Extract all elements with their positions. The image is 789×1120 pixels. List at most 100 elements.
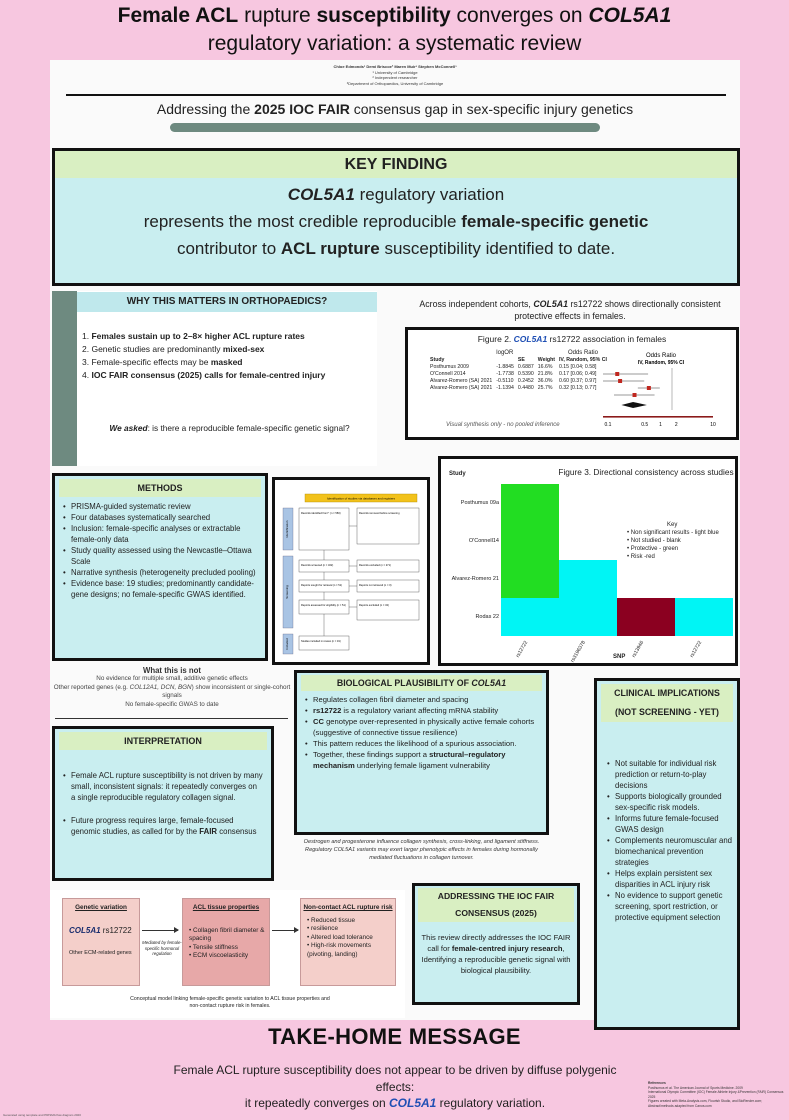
bio-i3-rest: genotype over-represented in physically … bbox=[313, 717, 535, 737]
why-item-4: 4. IOC FAIR consensus (2025) calls for f… bbox=[82, 369, 377, 382]
model-b3-i2: Altered load tolerance bbox=[310, 933, 373, 941]
heatmap-col-label: rs12722 bbox=[688, 640, 704, 659]
key-k1: Non significant results - light blue bbox=[630, 530, 719, 536]
heatmap-cell bbox=[501, 598, 559, 636]
list-item: Helps explain persistent sex disparities… bbox=[607, 868, 733, 890]
model-box1-other: Other ECM-related genes bbox=[69, 950, 132, 956]
forest-tick-label: 10 bbox=[710, 422, 716, 428]
interp-i2-bold: FAIR bbox=[199, 827, 218, 836]
interp-i2-post: consensus bbox=[217, 827, 257, 836]
why-num-1: 1. bbox=[82, 331, 90, 341]
ioc-fair-box: ADDRESSING THE IOC FAIR CONSENSUS (2025)… bbox=[412, 883, 580, 1005]
prisma-stage-screening bbox=[282, 555, 294, 629]
biological-plausibility-box: BIOLOGICAL PLAUSIBILITY OF COL5A1 Regula… bbox=[294, 670, 549, 835]
not-heading: What this is not bbox=[142, 666, 202, 675]
key-head: Key bbox=[667, 522, 678, 528]
why-list: 1. Females sustain up to 2–8× higher ACL… bbox=[82, 330, 377, 382]
forest-axis-bar bbox=[603, 416, 713, 418]
fig3-title: Figure 3. Directional consistency across… bbox=[558, 467, 734, 477]
why-num-2: 2. bbox=[82, 344, 90, 354]
kf-l2-pre: represents the most credible reproducibl… bbox=[143, 212, 462, 231]
model-box-tissue: ACL tissue properties • Collagen fibril … bbox=[182, 898, 270, 986]
bio-head-gene: COL5A1 bbox=[471, 678, 507, 688]
affiliation-3: ³Department of Orthopaedics, University … bbox=[346, 80, 444, 86]
prisma-header-box bbox=[304, 493, 418, 503]
clinical-list: Not suitable for individual risk predict… bbox=[597, 722, 737, 923]
list-item: This pattern reduces the likelihood of a… bbox=[305, 738, 540, 749]
why-item-1: 1. Females sustain up to 2–8× higher ACL… bbox=[82, 330, 377, 343]
model-arrow-note: Mediated by female-specific hormonal reg… bbox=[142, 940, 182, 957]
model-box1-snp: COL5A1 rs12722 bbox=[69, 926, 139, 936]
conceptual-model-panel: Genetic variation COL5A1 rs12722 Other E… bbox=[50, 890, 405, 1018]
heatmap-cell bbox=[559, 560, 617, 598]
kf-l3-post: susceptibility identified to date. bbox=[379, 239, 616, 258]
addressing-pre: Addressing the bbox=[156, 101, 255, 117]
why-heading: WHY THIS MATTERS IN ORTHOPAEDICS? bbox=[77, 292, 377, 312]
th-blank4 bbox=[494, 357, 516, 364]
title-p2: rupture bbox=[238, 4, 317, 27]
list-item: Narrative synthesis (heterogeneity precl… bbox=[63, 567, 259, 578]
model-arrow-1 bbox=[142, 927, 179, 933]
refs-head: References bbox=[648, 1081, 666, 1085]
model-box1-head: Genetic variation bbox=[75, 904, 127, 911]
poster-title: Female ACL rupture susceptibility conver… bbox=[0, 2, 789, 58]
not-line-2: Other reported genes (e.g. COL12A1, DCN,… bbox=[52, 684, 292, 701]
fig2-title-pre: Figure 2. bbox=[477, 334, 514, 344]
kf-l3-bold: ACL rupture bbox=[280, 239, 380, 258]
key-item: • Non significant results - light blue bbox=[627, 530, 719, 536]
not-l2-genes: COL12A1, DCN, BGN bbox=[129, 683, 192, 691]
forest-header-2: Study SE Weight IV, Random, 95% CI bbox=[428, 357, 609, 364]
takehome-gene: COL5A1 bbox=[389, 1096, 437, 1110]
ioc-body: This review directly addresses the IOC F… bbox=[415, 922, 577, 976]
refs-r2: International Olympic Committee (IOC) Fe… bbox=[648, 1090, 784, 1099]
interp-i2-pre: Future progress requires large, female-f… bbox=[71, 816, 234, 836]
bio-heading: BIOLOGICAL PLAUSIBILITY OF COL5A1 bbox=[301, 675, 542, 691]
row-se: 0.6887 bbox=[517, 364, 534, 370]
key-finding-box: KEY FINDING COL5A1 regulatory variation … bbox=[52, 148, 740, 286]
takehome-l2: it repeatedly converges on COL5A1 regula… bbox=[170, 1095, 620, 1112]
th-or1b: IV, Random, 95% CI bbox=[558, 357, 607, 363]
key-finding-heading: KEY FINDING bbox=[55, 151, 737, 178]
list-item: Evidence base: 19 studies; predominantly… bbox=[63, 578, 259, 600]
prisma-header-text: Identification of studies via databases … bbox=[327, 497, 396, 501]
row-study: Alvarez-Romero (SA) 2021 bbox=[430, 385, 493, 391]
list-item: rs12722 is a regulatory variant affectin… bbox=[305, 705, 540, 716]
list-item: • resilience bbox=[307, 925, 339, 932]
table-row: Alvarez-Romero (SA) 2021 -0.5110 0.2452 … bbox=[428, 378, 609, 385]
kf-gene: COL5A1 bbox=[287, 185, 355, 204]
row-ci: 0.15 [0.04; 0.58] bbox=[558, 364, 597, 370]
row-logor: -1.1394 bbox=[496, 385, 514, 391]
table-row: O'Connell 2014 -1.7738 0.5390 21.8% 0.17… bbox=[428, 371, 609, 378]
bio-note-2: Regulatory COL5A1 variants may exert lar… bbox=[305, 846, 538, 861]
prisma-b3: Records screened (n = 322) bbox=[301, 563, 333, 567]
key-finding-body: COL5A1 regulatory variation represents t… bbox=[55, 178, 737, 262]
forest-marks bbox=[603, 372, 660, 408]
prisma-b1: Records identified from*: (n = 583) bbox=[301, 511, 341, 515]
prisma-stage-1-label: Identification bbox=[285, 520, 289, 537]
methods-box: METHODS PRISMA-guided systematic review … bbox=[52, 473, 268, 661]
prisma-box-included bbox=[298, 635, 350, 651]
list-item: Study quality assessed using the Newcast… bbox=[63, 545, 259, 567]
model-b2-i2: ECM viscoelasticity bbox=[193, 952, 249, 959]
list-item: • Reduced tissue bbox=[307, 916, 356, 924]
heatmap-cell bbox=[501, 560, 559, 598]
row-se: 0.5390 bbox=[517, 371, 534, 377]
why-text-2a: Genetic studies are predominantly bbox=[91, 344, 223, 354]
fig2-or2: Odds Ratio bbox=[646, 353, 677, 359]
model-b2-i1: Tensile stiffness bbox=[192, 943, 238, 951]
clinical-heading: CLINICAL IMPLICATIONS (NOT SCREENING - Y… bbox=[601, 684, 733, 722]
heatmap-row-label: Alvarez-Romero 21 bbox=[451, 576, 499, 582]
key-item: • Protective - green bbox=[627, 546, 679, 552]
affiliation-1: ¹ University of Cambridge bbox=[372, 69, 418, 75]
forest-point bbox=[632, 393, 637, 397]
key-k3: Protective - green bbox=[630, 546, 679, 552]
heatmap-col-label: rs3196378 bbox=[570, 640, 588, 664]
row-study: Alvarez-Romero (SA) 2021 bbox=[430, 378, 493, 384]
th-blank3 bbox=[536, 350, 557, 357]
why-text-4: IOC FAIR consensus (2025) calls for fema… bbox=[91, 370, 326, 380]
row-study: Posthumus 2009 bbox=[430, 364, 469, 370]
heatmap-cell bbox=[501, 522, 559, 560]
forest-point bbox=[646, 386, 651, 390]
heatmap-col-label: rs13946 bbox=[630, 640, 646, 659]
